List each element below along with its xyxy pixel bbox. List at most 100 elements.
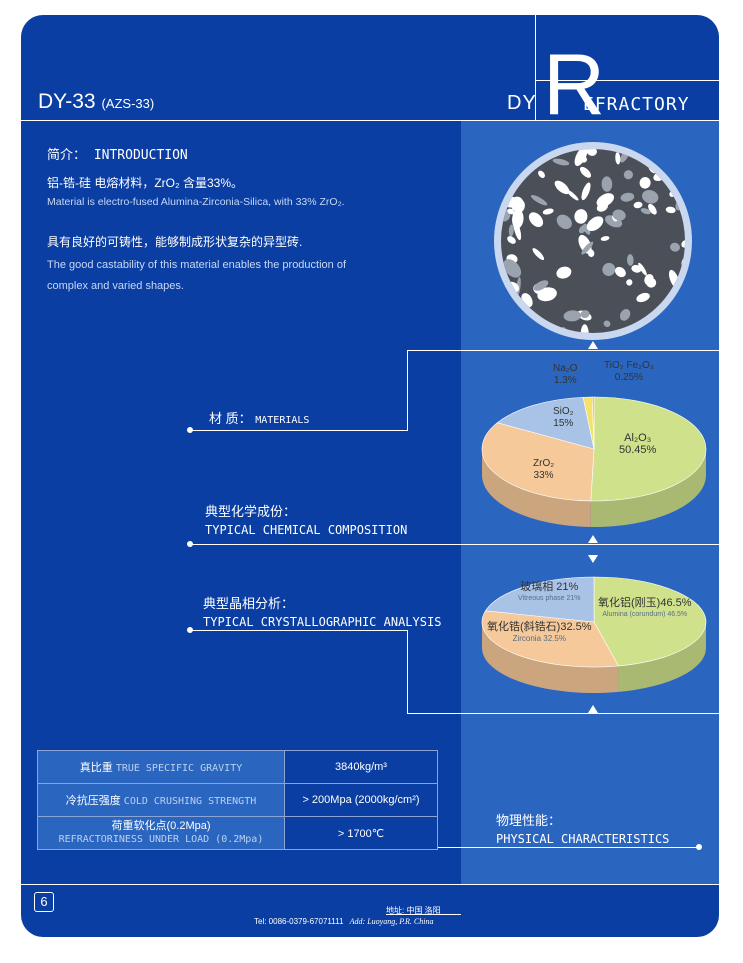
grain [502,149,517,152]
pie1-cat: SiO₂ [553,406,574,417]
pie1-val: 0.25% [614,372,644,383]
pie-slice [485,576,595,623]
grain [600,236,610,241]
chem-cn: 典型化学成份： [205,504,297,519]
grain [631,264,642,273]
logo-hline [535,80,719,81]
grain [639,177,651,189]
cryst-cn: 典型晶相分析： [203,596,295,611]
grain [501,170,503,185]
intro-line2-en-b: complex and varied shapes. [47,280,184,292]
pie2-en: Vitreous phase 21% [518,595,581,602]
pie2-label-vitreous: 玻璃相 21% Vitreous phase 21% [518,581,581,605]
logo-vline [535,15,536,121]
grain [530,194,548,206]
pie2-en: Alumina (corundum) 46.5% [602,611,688,618]
grain [642,190,659,204]
grain [601,176,613,192]
add-text: Add: Luoyang, P.R. China [349,917,434,926]
grain [506,166,514,181]
grain [669,156,677,168]
table-row: 荷重软化点(0.2Mpa) REFRACTORINESS UNDER LOAD … [37,816,438,850]
product-title: DY-33 (AZS-33) [38,90,154,114]
bullet-dot [187,627,193,633]
footer-address: 地址: 中国 洛阳 [386,906,441,915]
grain [586,216,604,232]
connector [190,430,408,431]
spec-key: 真比重 TRUE SPECIFIC GRAVITY [37,750,285,784]
pie-slice [496,396,595,450]
pie2-en: Zirconia 32.5% [512,634,566,643]
pie-slice [481,610,619,668]
pie-slice-side [482,449,591,527]
grain [574,149,588,166]
grain [502,321,516,332]
spec-key-cn: 真比重 [79,762,113,774]
logo-big-letter: R [543,37,606,133]
grain [507,208,515,215]
grain [681,240,685,248]
footer-tel: Tel: 0086-0379-67071111 Add: Luoyang, P.… [254,917,434,926]
logo-prefix: DY [507,92,537,114]
table-row: 真比重 TRUE SPECIFIC GRAVITY 3840kg/m³ [37,750,438,784]
spec-key-cn: 冷抗压强度 [65,795,121,807]
footer-divider [21,884,719,885]
grain [509,315,526,326]
pie1-val: 1.3% [553,375,577,386]
pie1-cat: Na₂O [553,363,578,374]
brand-logo: DY [507,92,537,115]
spec-key: 冷抗压强度 COLD CRUSHING STRENGTH [37,783,285,817]
grain [507,236,516,244]
header-divider [21,120,719,121]
arrow-marker [588,341,598,349]
pie-slice [591,396,595,450]
grain [633,201,643,209]
grain [615,152,621,165]
intro-line1-en: Material is electro-fused Alumina-Zircon… [47,196,345,208]
pie2-cn: 氧化锆(斜锆石)32.5% [487,621,592,633]
grain [566,189,579,201]
grain [556,266,572,279]
pie-slice-side [482,622,619,693]
chem-label: 典型化学成份： TYPICAL CHEMICAL COMPOSITION [205,501,407,537]
grain [532,248,545,261]
microstructure-image [493,141,692,341]
grain [656,325,666,333]
chem-en: TYPICAL CHEMICAL COMPOSITION [205,523,408,537]
bullet-dot [187,541,193,547]
grain [493,329,502,341]
grain [542,208,554,215]
cryst-en: TYPICAL CRYSTALLOGRAPHIC ANALYSIS [203,615,442,629]
connector [407,350,719,351]
connector [407,350,408,430]
grain [614,266,626,278]
grain [664,324,677,333]
pie1-label-tio2: TiO₂ Fe₂O₃ 0.25% [604,360,654,384]
pie2-cn: 氧化铝(刚玉)46.5% [598,597,692,609]
pie1-label-al2o3: Al₂O₃ 50.45% [619,432,656,456]
grain [552,158,570,166]
grain [501,292,503,305]
physical-spec-table: 真比重 TRUE SPECIFIC GRAVITY 3840kg/m³ 冷抗压强… [37,750,438,850]
pie-slice [590,396,707,502]
spec-key: 荷重软化点(0.2Mpa) REFRACTORINESS UNDER LOAD … [37,816,285,850]
grain [620,192,635,202]
grain [640,208,651,215]
arrow-marker [588,705,598,713]
grain [648,203,657,215]
spec-key-en: REFRACTORINESS UNDER LOAD (0.2Mpa) [58,834,264,845]
phys-cn: 物理性能： [496,813,562,828]
chemical-composition-pie [481,396,707,527]
grain [626,279,633,286]
grain [581,241,594,255]
grain [676,141,689,147]
grain [512,149,527,152]
materials-cn: 材 质： [209,411,252,426]
pie-slice-side [618,622,706,692]
spec-key-en: COLD CRUSHING STRENGTH [123,796,257,807]
pie1-cat: Al₂O₃ [624,432,652,444]
grain [554,180,570,195]
grain [493,284,503,301]
grain [638,262,647,276]
pie1-label-sio2: SiO₂ 15% [553,406,574,430]
